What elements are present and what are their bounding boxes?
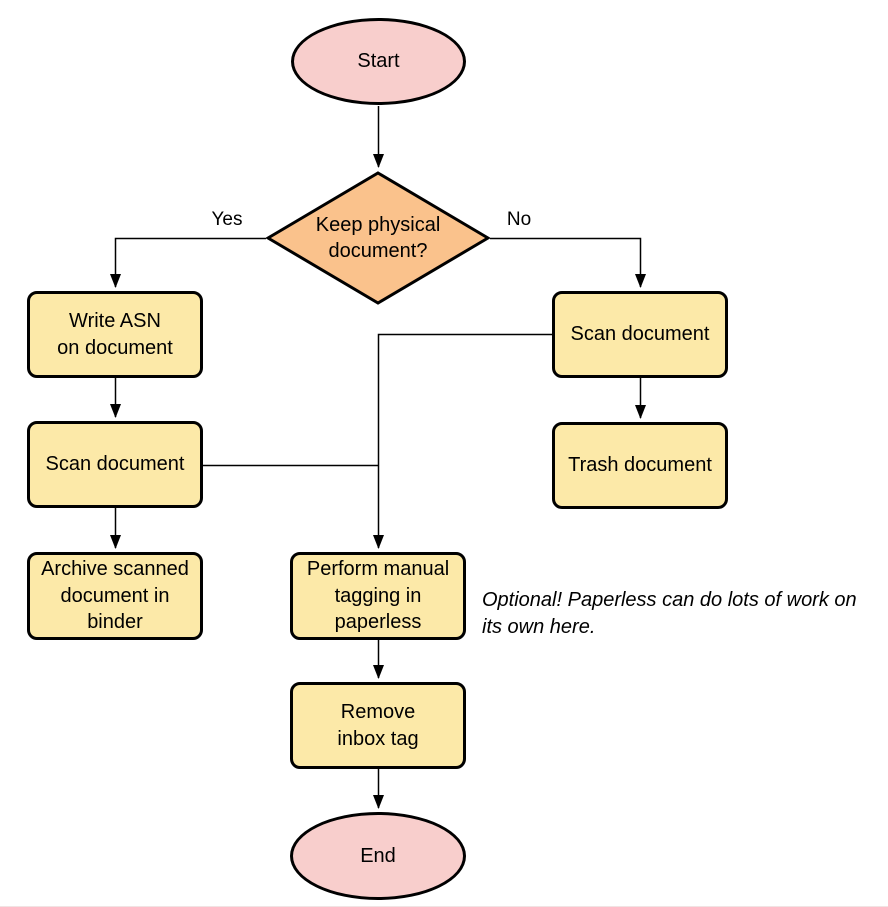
node-archive-scanned-document: Archive scanned document in binder bbox=[27, 552, 203, 640]
edge-label-no: No bbox=[506, 209, 532, 230]
node-write-asn-on-document: Write ASN on document bbox=[27, 291, 203, 378]
node-scan-document-right: Scan document bbox=[552, 291, 728, 378]
node-decision: Keep physical document? bbox=[266, 171, 490, 305]
edge-scan-right-to-perform bbox=[373, 333, 552, 549]
optional-note: Optional! Paperless can do lots of work … bbox=[482, 589, 857, 638]
node-end: End bbox=[290, 812, 466, 900]
edge-decision-to-scan-right bbox=[490, 237, 646, 288]
node-start: Start bbox=[291, 18, 466, 105]
decision-diamond-shape bbox=[266, 171, 490, 305]
node-remove-inbox-tag: Remove inbox tag bbox=[290, 682, 466, 769]
edge-decision-to-write-asn bbox=[110, 237, 266, 288]
node-scan-document-left: Scan document bbox=[27, 421, 203, 508]
decision-label: Keep physical document? bbox=[315, 213, 441, 262]
node-trash-document: Trash document bbox=[552, 422, 728, 509]
edge-label-yes: Yes bbox=[211, 209, 243, 230]
node-perform-manual-tagging: Perform manual tagging in paperless bbox=[290, 552, 466, 640]
